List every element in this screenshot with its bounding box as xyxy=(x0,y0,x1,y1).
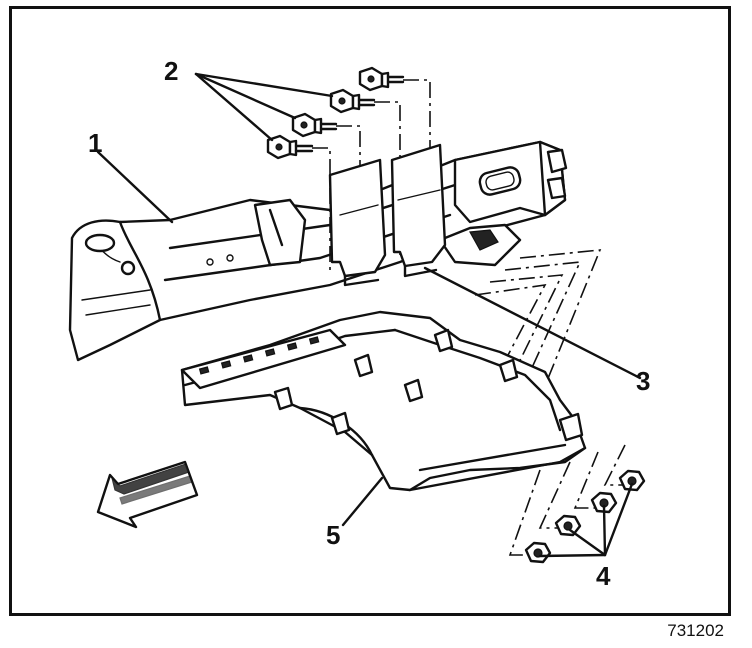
bolt-group xyxy=(266,66,405,160)
leader-2a xyxy=(194,72,274,142)
leader-4c xyxy=(602,504,607,557)
leader-lines xyxy=(96,72,642,558)
leader-1 xyxy=(96,150,174,224)
bolt-1 xyxy=(266,134,314,160)
diagram-frame xyxy=(9,6,731,616)
leader-2b xyxy=(194,72,297,120)
nut-1 xyxy=(524,541,552,564)
forward-direction-arrow-icon xyxy=(96,460,199,529)
skid-plate xyxy=(180,310,587,492)
figure-id-label: 731202 xyxy=(667,621,724,640)
leader-5 xyxy=(341,476,384,527)
bolt-4 xyxy=(358,66,405,92)
bolt-3 xyxy=(329,88,376,114)
bolt-2 xyxy=(291,112,338,138)
reinforcement-plates xyxy=(328,143,447,287)
callout-4: 4 xyxy=(596,561,611,591)
callout-1: 1 xyxy=(88,128,102,158)
leader-3 xyxy=(423,266,642,380)
leader-2c xyxy=(194,72,334,98)
leader-4d xyxy=(603,482,634,557)
callout-5: 5 xyxy=(326,520,340,550)
nut-2 xyxy=(554,514,582,537)
callout-3: 3 xyxy=(636,366,650,396)
leader-4b xyxy=(568,528,607,557)
nut-group xyxy=(524,469,646,564)
nut-4 xyxy=(618,469,646,492)
callout-2: 2 xyxy=(164,56,178,86)
nut-3 xyxy=(590,491,618,514)
leader-4a xyxy=(538,553,607,558)
